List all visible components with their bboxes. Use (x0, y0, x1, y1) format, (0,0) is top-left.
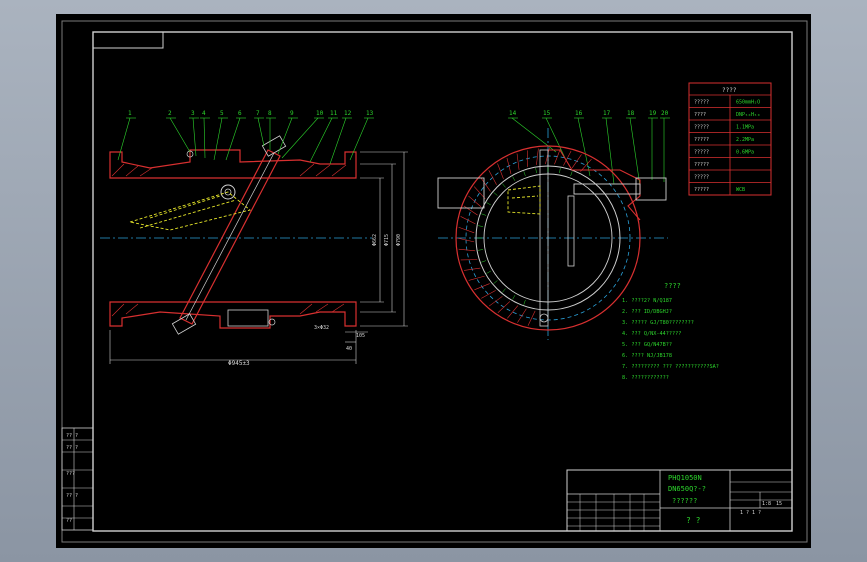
side-boss (437, 177, 485, 209)
left-strip-cell-2: ?? ? (66, 445, 78, 451)
title-model: DN650Q?-? (668, 485, 706, 493)
dim-bottom-gap: 40 (346, 346, 352, 352)
outer-frame (61, 20, 808, 543)
dim-diam-1: Φ662 (372, 234, 378, 246)
note-line-1: 1. ????2? N/Q187 (622, 298, 672, 304)
disc-edge (539, 149, 549, 327)
outer-flange-circle (455, 145, 641, 331)
end-view[interactable] (437, 128, 668, 340)
note-line-4: 4. ??? Q/NX-44????? (622, 331, 681, 337)
balloon-left-13: 13 (366, 110, 374, 117)
valve-disc (179, 149, 281, 325)
param-label-1: ???? (694, 112, 706, 118)
dim-diam-3: Φ790 (396, 234, 402, 246)
balloon-right-17: 17 (603, 110, 611, 117)
balloon-left-6: 6 (238, 110, 242, 117)
param-value-2: 1.1MPa (736, 125, 754, 131)
balloon-right-14: 14 (509, 110, 517, 117)
parameter-table: ???? ????? 650mmH₂O???? DNP₅₀H₅₀????? 1.1MP… (688, 82, 772, 196)
note-line-8: 8. ???????????? (622, 375, 669, 381)
drawing-sheet (56, 14, 811, 548)
disc-centerline (185, 152, 275, 321)
counterweight-arm (567, 195, 575, 267)
balloon-left-8: 8 (268, 110, 272, 117)
bottom-bolt (171, 313, 197, 335)
shaft-end-cap (635, 177, 667, 201)
title-sheet: 1 ? 1 ? (740, 510, 761, 516)
end-view-teeth (477, 167, 573, 305)
param-label-3: ????? (694, 137, 709, 143)
left-strip-cell-4: ?? ? (66, 493, 78, 499)
inner-frame (92, 31, 793, 532)
balloon-left-4: 4 (202, 110, 206, 117)
param-value-1: DNP₅₀H₅₀ (736, 112, 760, 118)
dim-small-gap: 105 (356, 333, 365, 339)
balloon-left-2: 2 (168, 110, 172, 117)
balloon-left-3: 3 (191, 110, 195, 117)
note-line-5: 5. ??? GQ/N47B?? (622, 342, 672, 348)
balloon-right-19: 19 (649, 110, 657, 117)
param-value-4: 0.6MPa (736, 150, 754, 156)
param-label-6: ????? (694, 175, 709, 181)
top-bolt (261, 135, 287, 157)
param-value-7: WCB (736, 187, 745, 193)
param-value-0: 650mmH₂O (736, 100, 760, 106)
lever-housing (548, 149, 641, 221)
param-label-2: ????? (694, 125, 709, 131)
balloon-left-11: 11 (330, 110, 338, 117)
balloon-right-20: 20 (661, 110, 669, 117)
left-strip-cell-1: ?? ? (66, 433, 78, 439)
balloon-right-18: 18 (627, 110, 635, 117)
balloon-left-1: 1 (128, 110, 132, 117)
balloon-left-5: 5 (220, 110, 224, 117)
end-view-hidden-lines (507, 185, 541, 215)
body-hatching (111, 163, 347, 317)
balloon-right-16: 16 (575, 110, 583, 117)
param-label-7: ????? (694, 187, 709, 193)
title-company: ? ? (686, 516, 701, 525)
balloon-left-10: 10 (316, 110, 324, 117)
open-position-hidden-lines (129, 191, 251, 231)
title-block: PHQ1050N DN650Q?-? ?????? ? ? 1:8 1 ? 1 … (566, 469, 793, 532)
dim-flange-thickness: 3×Φ32 (314, 325, 329, 331)
flange-hatching (457, 147, 592, 326)
left-strip-cell-3: ??? (66, 471, 75, 477)
balloon-left-12: 12 (344, 110, 352, 117)
left-revision-strip: ?? ? ?? ? ??? ?? ? ?? (61, 427, 94, 531)
title-scale: 1:8 (762, 501, 771, 507)
note-line-2: 2. ??? ID/DBGHJ? (622, 309, 672, 315)
dim-diam-2: Φ715 (384, 234, 390, 246)
balloon-left-7: 7 (256, 110, 260, 117)
bottom-nut-assembly (227, 309, 269, 327)
title-weight: 15 (776, 501, 782, 507)
valve-body-lower (109, 301, 357, 329)
note-line-6: 6. ???? NJ/JB178 (622, 353, 672, 359)
dim-overall-length: Φ945±3 (228, 360, 250, 367)
dimension-lines (109, 151, 408, 364)
left-strip-cell-5: ?? (66, 518, 72, 524)
note-line-3: 3. ????? GJ/T80???????? (622, 320, 694, 326)
corner-code-box (92, 31, 164, 49)
section-view[interactable]: Φ945±3 3×Φ32 105 40 Φ662 Φ715 Φ790 (100, 135, 408, 367)
param-value-3: 2.2MPa (736, 137, 754, 143)
balloon-right-15: 15 (543, 110, 551, 117)
param-table-title: ???? (722, 87, 737, 94)
notes-title: ???? (664, 282, 681, 290)
title-drawing-no: PHQ1050N (668, 474, 702, 482)
param-label-0: ????? (694, 100, 709, 106)
param-label-5: ????? (694, 162, 709, 168)
param-label-4: ????? (694, 150, 709, 156)
technical-notes: ???? 1. ????2? N/Q187 2. ??? ID/DBGHJ? 3. … (622, 282, 719, 381)
lever-shaft (573, 183, 641, 195)
hinge-pin (220, 184, 236, 200)
balloon-left-9: 9 (290, 110, 294, 117)
title-name: ?????? (672, 497, 697, 505)
note-line-7: 7. ????????? ??? ???????????SA? (622, 364, 719, 370)
